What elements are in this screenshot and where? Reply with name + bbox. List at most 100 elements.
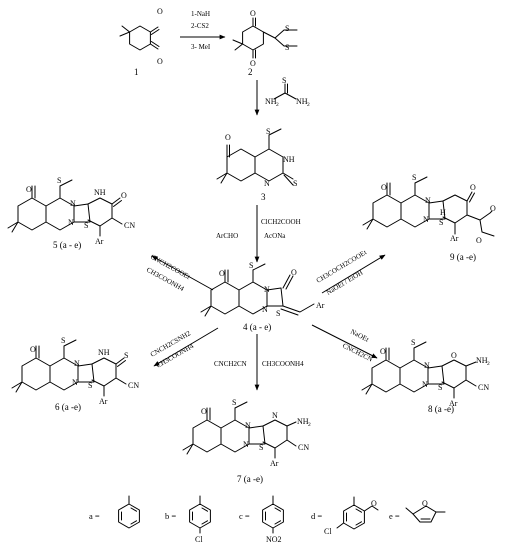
svg-text:N: N <box>424 361 430 370</box>
reagent-cs2: 2-CS2 <box>191 22 209 30</box>
svg-text:O: O <box>157 7 163 16</box>
svg-text:a =: a = <box>89 511 100 521</box>
svg-text:S: S <box>249 261 253 270</box>
svg-text:CH3COONH4: CH3COONH4 <box>262 360 304 368</box>
compound-1: O O 1 <box>119 7 163 77</box>
svg-text:O: O <box>476 236 482 245</box>
svg-text:O: O <box>380 347 386 356</box>
compound-5: O S N NH O N S CN Ar 5 (a - e) <box>7 176 135 250</box>
svg-text:O: O <box>219 269 225 278</box>
svg-text:Ar: Ar <box>270 459 279 468</box>
svg-text:N: N <box>68 218 74 227</box>
legend-e: e = O <box>389 499 446 523</box>
svg-text:N: N <box>423 215 429 224</box>
svg-text:S: S <box>57 176 61 185</box>
thiourea-icon: S NH 2 NH 2 <box>265 76 310 108</box>
arrow-4-to-8: NaOEt CNCH2CN <box>311 324 378 364</box>
svg-text:S: S <box>285 24 289 33</box>
arrow-2-to-3: S NH 2 NH 2 <box>254 76 310 116</box>
arrow-3-to-4: ArCHO ClCH2COOH AcONa <box>216 205 301 263</box>
svg-text:NO2: NO2 <box>266 535 282 544</box>
svg-text:N: N <box>245 421 251 430</box>
p-chlorophenyl-icon: Cl <box>189 495 211 544</box>
svg-text:Ar: Ar <box>316 301 325 310</box>
compound-6: O S N NH S N S CN Ar 6 (a -e) <box>11 336 139 412</box>
svg-text:S: S <box>293 179 297 188</box>
svg-text:NH: NH <box>94 188 106 197</box>
reagent-archo: ArCHO <box>216 232 238 240</box>
svg-text:d =: d = <box>311 511 322 521</box>
compound-2: O O S S 2 <box>232 9 298 77</box>
reagent-chloroacetic-acid: ClCH2COOH <box>261 218 301 226</box>
svg-text:O: O <box>30 345 36 354</box>
compound-5-label: 5 (a - e) <box>53 240 81 250</box>
legend-d: d = O Cl <box>311 496 379 536</box>
reagent-sodium-acetate: AcONa <box>264 232 286 240</box>
compound-7-label: 7 (a -e) <box>237 474 263 484</box>
svg-text:N: N <box>74 359 80 368</box>
arrow-4-to-9: CH3COCH2COOEt NaOEt / EtOH <box>315 248 386 297</box>
legend-a: a = <box>89 495 140 529</box>
svg-text:S: S <box>88 381 92 390</box>
svg-text:N: N <box>422 380 428 389</box>
svg-text:S: S <box>282 76 286 85</box>
compound-7: O S N N NH 2 N S CN Ar 7 (a -e) <box>182 398 311 484</box>
svg-text:O: O <box>250 9 256 18</box>
svg-text:2: 2 <box>308 422 311 428</box>
svg-text:S: S <box>439 218 443 227</box>
svg-text:N: N <box>264 285 270 294</box>
compound-4: O S N O N S Ar 4 (a - e) <box>200 261 325 332</box>
svg-text:NaOEt: NaOEt <box>349 328 370 344</box>
svg-text:NH: NH <box>98 348 110 357</box>
svg-text:O: O <box>371 499 377 508</box>
compound-1-label: 1 <box>134 67 139 77</box>
chloro-methoxy-methylphenyl-icon: O Cl <box>324 496 379 536</box>
svg-text:O: O <box>470 183 476 192</box>
svg-text:CN: CN <box>298 443 309 452</box>
svg-text:N: N <box>72 378 78 387</box>
arrow-1-to-2: 1-NaH 2-CS2 3- MeI <box>180 10 226 51</box>
arrow-4-to-7: CNCH2CN CH3COONH4 <box>214 334 304 391</box>
svg-text:Cl: Cl <box>324 527 332 536</box>
svg-text:O: O <box>157 57 163 66</box>
compound-8: O S N O NH 2 N S CN Ar 8 (a -e) <box>361 338 490 414</box>
svg-text:O: O <box>381 183 387 192</box>
compound-2-label: 2 <box>248 67 253 77</box>
svg-text:NH: NH <box>476 356 488 365</box>
svg-text:S: S <box>276 309 280 318</box>
legend-c: c = NO2 <box>239 495 284 544</box>
compound-9: O S N H O N S O O Ar 9 (a -e) <box>362 173 496 262</box>
svg-text:N: N <box>425 196 431 205</box>
svg-text:S: S <box>266 127 270 136</box>
ar-legend: a = b = Cl c = NO2 d = <box>89 495 446 544</box>
svg-text:O: O <box>451 351 457 360</box>
compound-9-label: 9 (a -e) <box>450 252 476 262</box>
svg-text:N: N <box>70 199 76 208</box>
arrow-4-to-5: CNCH2COOEt CH3COONH4 <box>145 253 214 293</box>
reagent-nah: 1-NaH <box>191 10 210 18</box>
svg-text:CNCH2CN: CNCH2CN <box>214 360 247 368</box>
svg-text:N: N <box>262 305 268 314</box>
svg-text:O: O <box>225 133 231 142</box>
svg-text:CN: CN <box>128 381 139 390</box>
arrow-4-to-6: CNCH2CSNH2 CH3COONH4 <box>149 327 219 370</box>
methylfuranyl-icon: O <box>405 499 446 523</box>
legend-b: b = Cl <box>165 495 211 544</box>
svg-text:S: S <box>84 221 88 230</box>
svg-text:S: S <box>124 351 128 360</box>
svg-text:NH: NH <box>297 417 309 426</box>
svg-text:2: 2 <box>307 102 310 108</box>
reagent-mei: 3- MeI <box>191 43 211 51</box>
svg-text:Ar: Ar <box>95 237 104 246</box>
compound-3: O S NH N S 3 <box>216 127 297 202</box>
svg-text:S: S <box>259 443 263 452</box>
svg-text:2: 2 <box>276 102 279 108</box>
svg-text:NH: NH <box>265 97 277 106</box>
svg-text:S: S <box>411 338 415 347</box>
svg-text:N: N <box>272 411 278 420</box>
svg-text:S: S <box>232 398 236 407</box>
svg-text:NH: NH <box>296 97 308 106</box>
svg-text:H: H <box>440 208 446 217</box>
svg-text:Ar: Ar <box>99 397 108 406</box>
svg-text:NH: NH <box>283 155 295 164</box>
